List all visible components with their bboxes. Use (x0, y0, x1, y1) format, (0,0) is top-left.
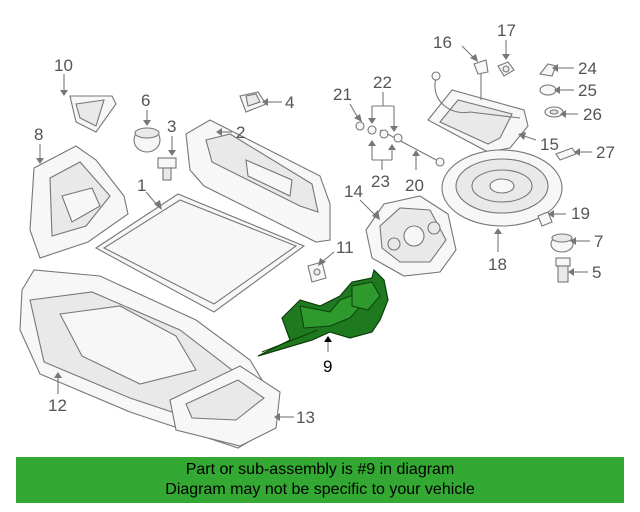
arrow-8 (36, 158, 44, 164)
part-2-sill-trim[interactable] (185, 119, 331, 243)
callout-26[interactable]: 26 (583, 105, 602, 124)
arrow-2 (216, 128, 222, 136)
callout-5[interactable]: 5 (592, 263, 601, 282)
part-15-jack-tray[interactable] (427, 71, 529, 153)
part-10-bin[interactable] (69, 95, 117, 133)
banner-line-1: Part or sub-assembly is #9 in diagram (185, 461, 455, 478)
arrow-11 (318, 258, 326, 266)
arrow-4 (262, 98, 268, 106)
callout-24[interactable]: 24 (578, 59, 597, 78)
part-26-grommet[interactable] (544, 106, 564, 118)
callout-19[interactable]: 19 (571, 204, 590, 223)
arrow-17 (502, 54, 510, 60)
part-19-bolt[interactable] (537, 211, 553, 227)
part-22-23-washers[interactable] (367, 125, 403, 143)
callout-15[interactable]: 15 (540, 135, 559, 154)
arrow-5 (568, 268, 574, 276)
part-5-bolt[interactable] (555, 257, 571, 283)
callout-25[interactable]: 25 (578, 81, 597, 100)
arrow-18 (494, 228, 502, 234)
callout-17[interactable]: 17 (497, 21, 516, 40)
callout-16[interactable]: 16 (433, 33, 452, 52)
arrow-6 (143, 120, 151, 126)
leader-11 (321, 251, 335, 263)
callout-1[interactable]: 1 (137, 176, 146, 195)
callout-12[interactable]: 12 (48, 396, 67, 415)
arrow-7 (570, 237, 576, 245)
part-18-tire-well[interactable] (441, 149, 563, 227)
callout-27[interactable]: 27 (596, 143, 615, 162)
part-1-floor-mat[interactable] (94, 193, 306, 313)
part-7-cap[interactable] (550, 233, 574, 253)
bracket-22 (368, 92, 398, 132)
callout-3[interactable]: 3 (167, 117, 176, 136)
arrow-1 (154, 200, 162, 210)
arrow-25 (554, 86, 560, 94)
bracket-23 (368, 140, 396, 170)
part-24-hook[interactable] (538, 63, 557, 77)
arrow-20 (412, 150, 420, 156)
banner-line-2: Diagram may not be specific to your vehi… (165, 481, 475, 498)
part-21-washer[interactable] (355, 121, 365, 131)
part-25-clip[interactable] (539, 84, 557, 96)
callout-2[interactable]: 2 (236, 123, 245, 142)
callout-7[interactable]: 7 (594, 232, 603, 251)
arrow-12 (54, 372, 62, 378)
callout-23[interactable]: 23 (371, 172, 390, 191)
part-6-cap[interactable] (133, 127, 161, 153)
callout-9[interactable]: 9 (323, 357, 332, 376)
callout-6[interactable]: 6 (141, 91, 150, 110)
callout-20[interactable]: 20 (405, 176, 424, 195)
part-16-fastener[interactable] (473, 59, 489, 100)
callout-13[interactable]: 13 (296, 408, 315, 427)
callout-4[interactable]: 4 (285, 93, 294, 112)
callout-22[interactable]: 22 (373, 73, 392, 92)
part-8-side-trim[interactable] (29, 145, 129, 259)
part-13-side-tray[interactable] (169, 365, 281, 447)
info-banner: Part or sub-assembly is #9 in diagram Di… (16, 457, 624, 503)
arrow-15 (518, 132, 526, 140)
leader-16 (461, 45, 475, 59)
arrow-14 (372, 210, 380, 220)
callout-11[interactable]: 11 (336, 238, 354, 257)
arrow-13 (274, 413, 280, 421)
part-9-highlighted-panel[interactable] (257, 268, 389, 357)
arrow-26 (560, 110, 566, 118)
arrow-3 (168, 150, 176, 156)
callout-21[interactable]: 21 (333, 85, 352, 104)
leader-15 (523, 135, 537, 141)
arrow-9 (324, 336, 332, 342)
callout-8[interactable]: 8 (34, 125, 43, 144)
part-20-rod[interactable] (379, 129, 445, 167)
arrow-16 (470, 54, 478, 62)
leader-21 (349, 103, 359, 119)
arrow-27 (574, 148, 580, 156)
part-14-tool-kit[interactable] (365, 195, 457, 277)
part-27-pad[interactable] (555, 147, 577, 161)
arrow-19 (548, 210, 554, 218)
callout-10[interactable]: 10 (54, 56, 73, 75)
callout-18[interactable]: 18 (488, 255, 507, 274)
part-11-bracket[interactable] (307, 261, 327, 283)
arrow-10 (60, 90, 68, 96)
leader-14 (359, 199, 377, 217)
part-17-nut[interactable] (497, 61, 515, 77)
arrow-21 (354, 114, 362, 122)
arrow-24 (552, 64, 558, 72)
part-3-clip[interactable] (157, 157, 177, 181)
callout-14[interactable]: 14 (344, 182, 363, 201)
